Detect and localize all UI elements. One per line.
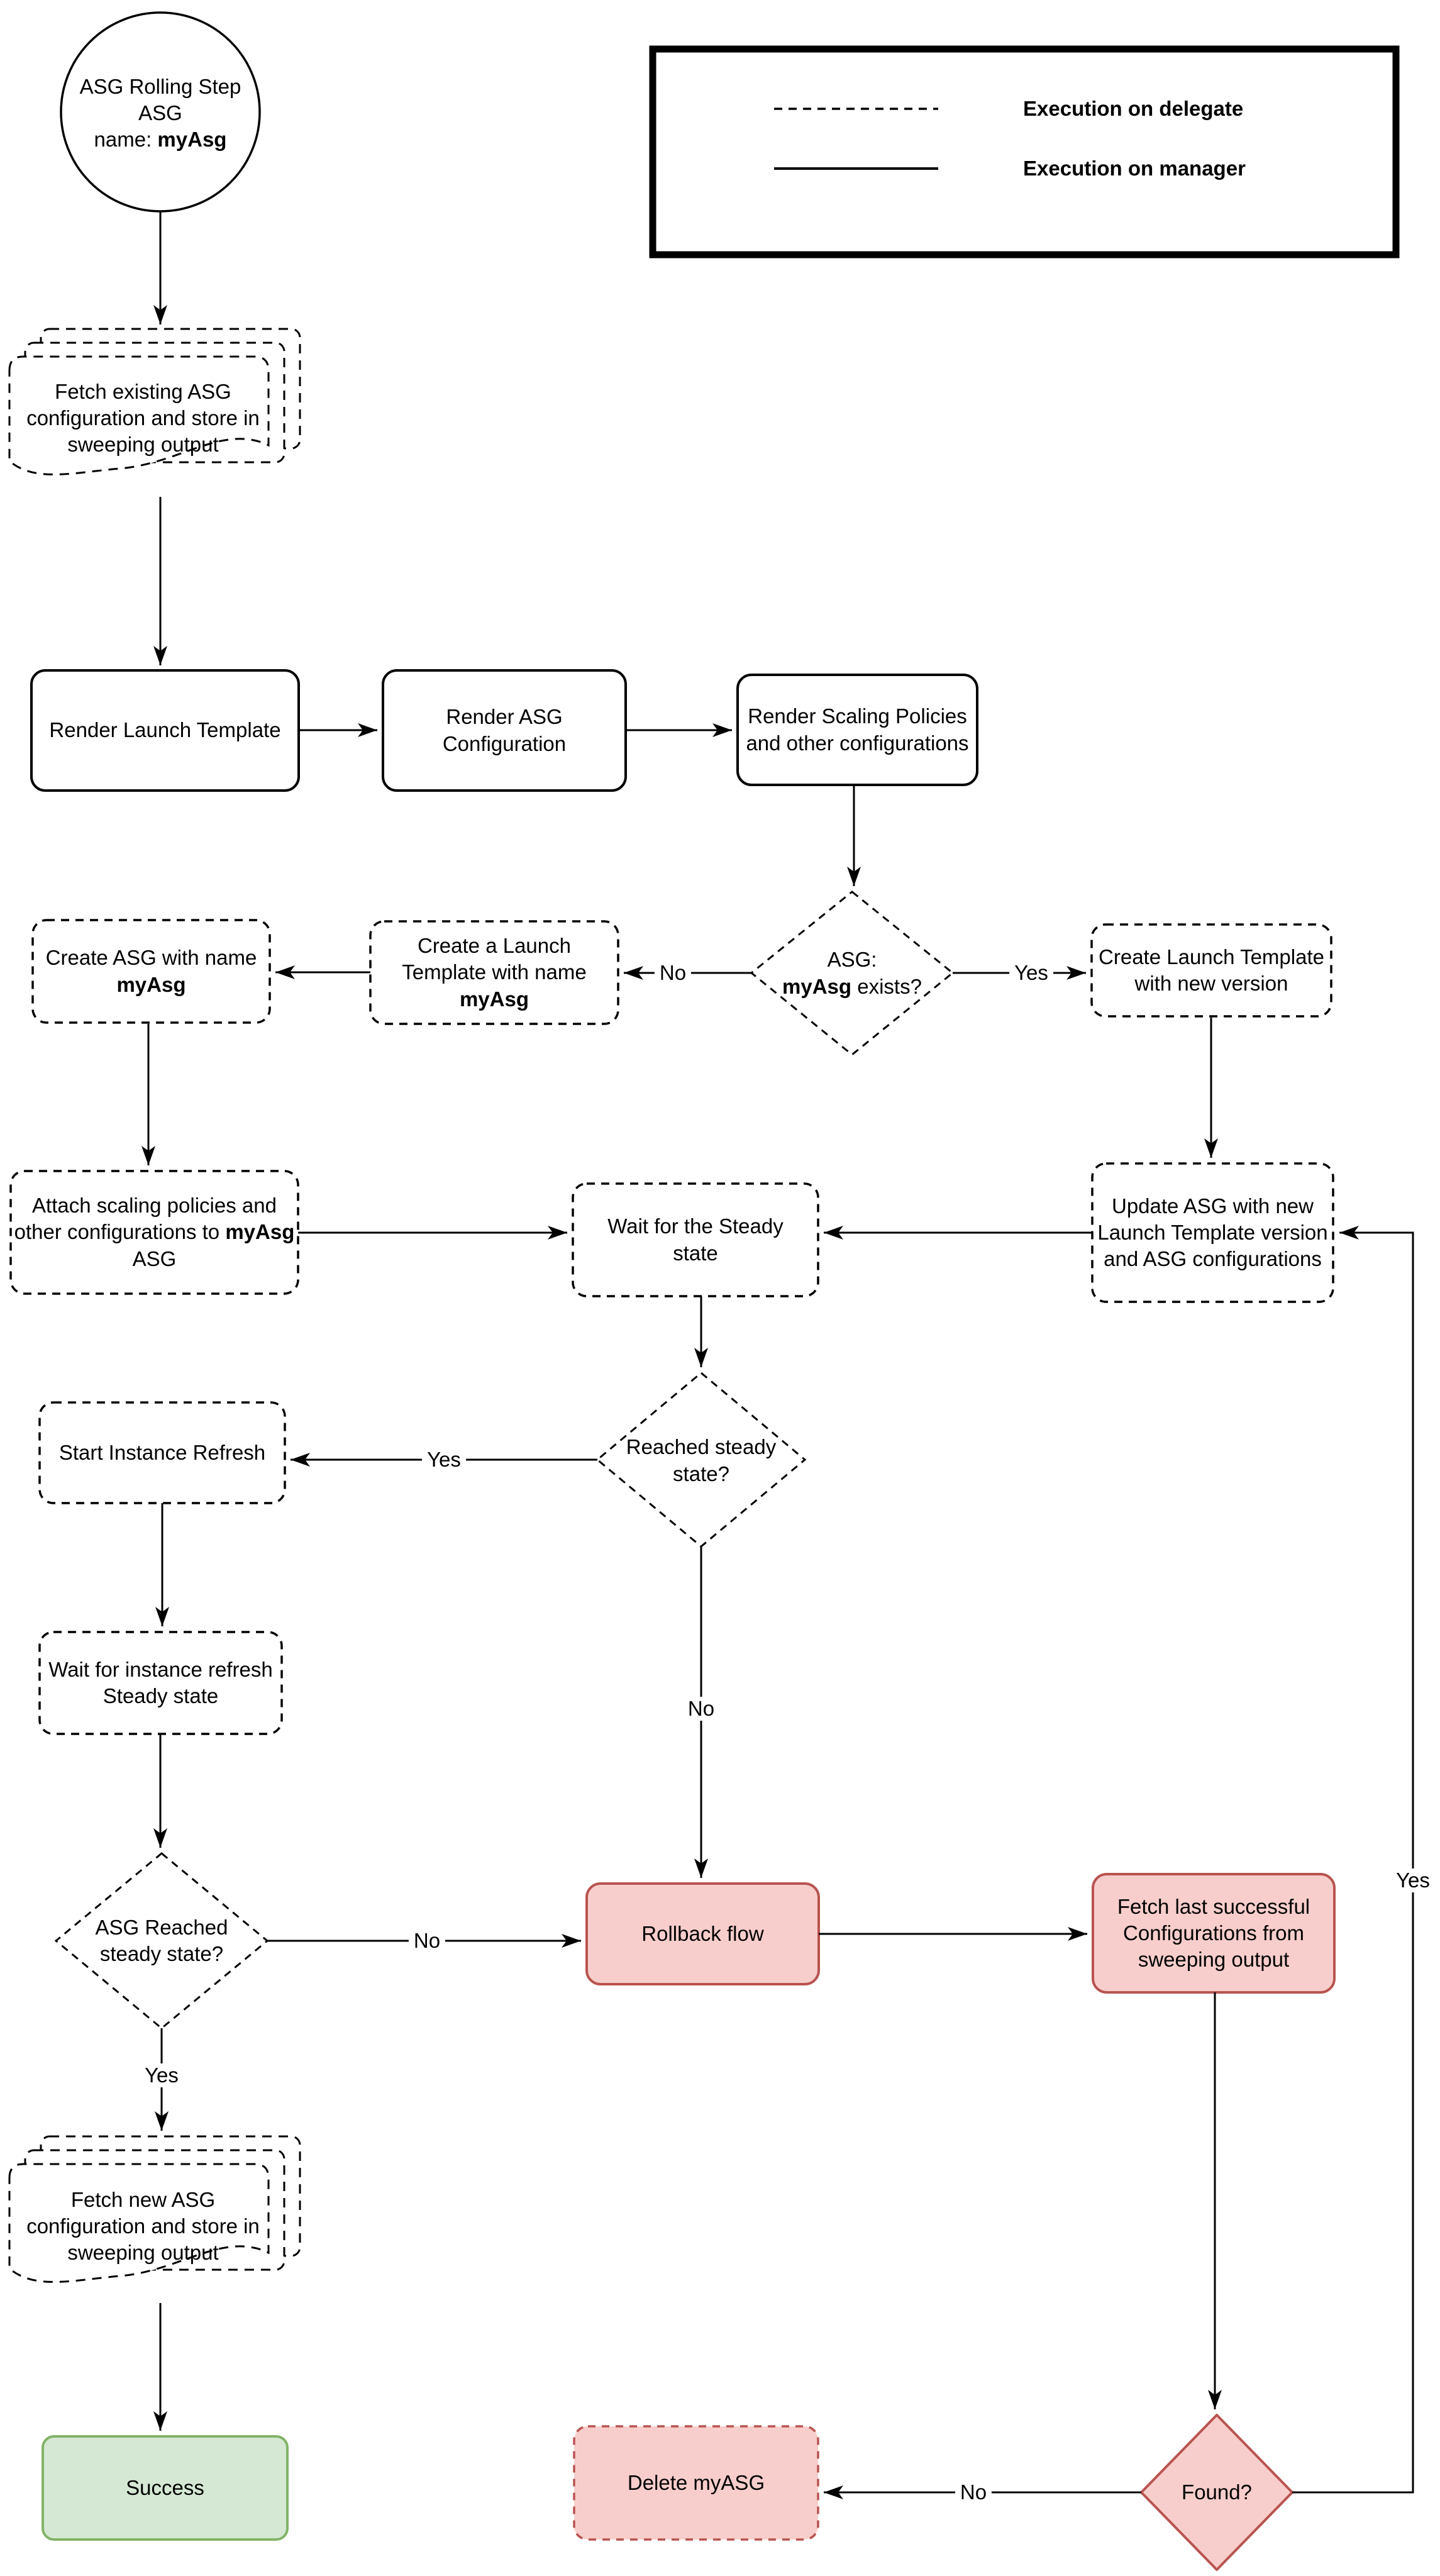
decision-found-label: Found? xyxy=(1182,2480,1252,2504)
node-create-asg-label: Create ASG with name myAsg xyxy=(45,946,257,996)
node-start-instance-refresh-label: Start Instance Refresh xyxy=(58,1440,266,1464)
node-render-asg-configuration-label: Render ASG Configuration xyxy=(442,705,567,755)
node-create-launch-template-new-version-label: Create Launch Template with new version xyxy=(1099,945,1324,995)
edge-label-reached-steady-yes: Yes xyxy=(422,1448,466,1472)
edge-label-asg-exists-no: No xyxy=(654,961,692,985)
node-rollback-flow-label: Rollback flow xyxy=(641,1921,764,1945)
node-fetch-new-label: Fetch new ASG configuration and store in… xyxy=(26,2187,260,2265)
edge-found-yes-loop xyxy=(1292,1226,1414,2494)
node-start-label: ASG Rolling Step ASG name: myAsg xyxy=(79,74,241,152)
node-wait-instance-refresh-label: Wait for instance refresh Steady state xyxy=(48,1657,273,1707)
node-start-instance-refresh-shape xyxy=(38,1401,286,1504)
node-render-scaling-policies-label: Render Scaling Policies and other config… xyxy=(746,704,969,755)
node-create-asg-shape xyxy=(31,919,271,1024)
node-delete-myasg-shape xyxy=(573,2425,819,2541)
decision-asg-exists-label: ASG: myAsg exists? xyxy=(782,948,922,998)
decision-asg-reached-steady-state-shape xyxy=(54,1852,269,2029)
decision-reached-steady-state-label: Reached steady state? xyxy=(626,1435,777,1485)
edge-label-found-no: No xyxy=(955,2480,992,2504)
legend-manager-label: Execution on manager xyxy=(1023,157,1246,180)
edge-label-asg-reached-no: No xyxy=(408,1929,446,1953)
decision-asg-exists-shape xyxy=(750,891,955,1056)
edge-label-asg-exists-yes: Yes xyxy=(1009,961,1053,985)
node-fetch-existing-label: Fetch existing ASG configuration and sto… xyxy=(26,379,260,457)
node-create-launch-template-named-shape xyxy=(369,920,619,1025)
edge-label-found-yes: Yes xyxy=(1391,1868,1435,1892)
edge-label-reached-steady-no: No xyxy=(682,1697,720,1721)
node-attach-scaling-policies-shape xyxy=(9,1170,299,1295)
node-fetch-last-successful-label: Fetch last successful Configurations fro… xyxy=(1117,1894,1310,1972)
node-success-shape xyxy=(42,2435,289,2541)
node-render-launch-template-label: Render Launch Template xyxy=(49,718,281,742)
node-create-launch-template-named-label: Create a Launch Template with name myAsg xyxy=(402,934,587,1011)
node-attach-scaling-policies-label: Attach scaling policies and other config… xyxy=(14,1194,295,1270)
node-delete-myasg-label: Delete myASG xyxy=(627,2470,765,2494)
connectors xyxy=(141,211,1414,2499)
node-wait-steady-state-shape xyxy=(572,1182,819,1297)
node-success-label: Success xyxy=(126,2475,204,2499)
legend-delegate-label: Execution on delegate xyxy=(1023,97,1244,120)
legend-box xyxy=(649,45,1400,258)
node-wait-steady-state-label: Wait for the Steady state xyxy=(607,1214,784,1265)
node-update-asg-label: Update ASG with new Launch Template vers… xyxy=(1097,1194,1328,1271)
node-fetch-last-successful-shape xyxy=(1092,1873,1336,1994)
node-render-scaling-policies-shape xyxy=(736,674,978,786)
decision-asg-reached-steady-state-label: ASG Reached steady state? xyxy=(95,1915,228,1965)
edge-label-asg-reached-yes: Yes xyxy=(140,2063,184,2087)
decision-found-shape xyxy=(1140,2414,1293,2571)
node-create-launch-template-new-version-shape xyxy=(1090,923,1332,1018)
